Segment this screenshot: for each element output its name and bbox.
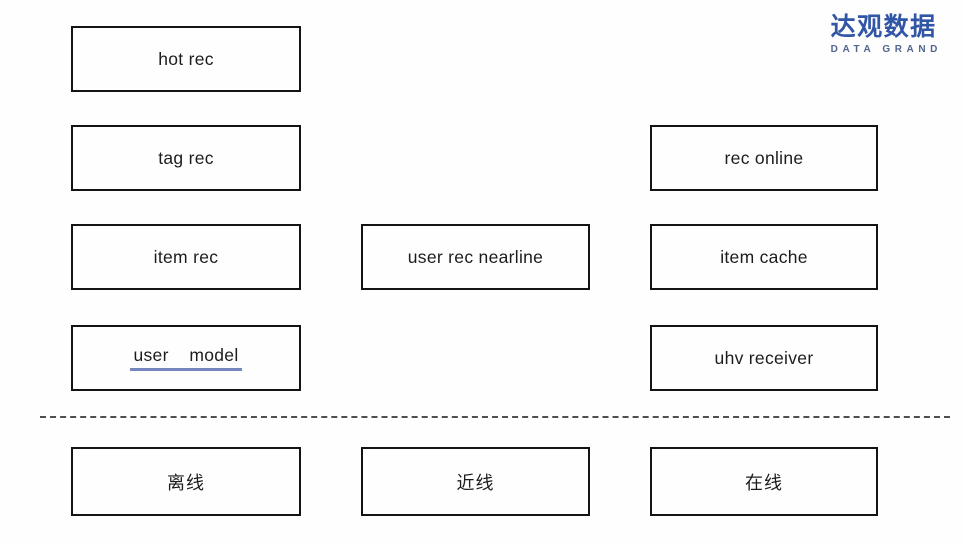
box-label-underlined: user model — [130, 345, 242, 372]
logo-title: 达观数据 — [830, 13, 937, 41]
box-label: uhv receiver — [714, 347, 814, 368]
box-user-rec-nearline: user rec nearline — [361, 224, 590, 290]
box-label: 在线 — [745, 472, 783, 493]
box-hot-rec: hot rec — [71, 26, 301, 92]
box-label: 离线 — [167, 472, 205, 493]
box-item-rec: item rec — [71, 224, 301, 290]
box-label: item cache — [720, 246, 808, 267]
layer-divider-dashed-line — [40, 416, 950, 418]
box-label: hot rec — [158, 48, 214, 69]
logo-subtitle: DATA GRAND — [830, 44, 942, 55]
box-rec-online: rec online — [650, 125, 878, 191]
box-label: 近线 — [456, 472, 495, 493]
box-label: rec online — [724, 147, 804, 168]
box-tag-rec: tag rec — [71, 125, 301, 191]
box-item-cache: item cache — [650, 224, 878, 290]
box-online-layer: 在线 — [650, 447, 878, 516]
box-uhv-receiver: uhv receiver — [650, 325, 878, 391]
box-user-model: user model — [71, 325, 301, 391]
box-label: tag rec — [158, 147, 214, 168]
box-offline-layer: 离线 — [71, 447, 301, 516]
box-label: item rec — [153, 246, 219, 267]
datagrand-logo: 达观数据 DATA GRAND — [831, 15, 942, 55]
box-nearline-layer: 近线 — [361, 447, 590, 516]
box-label: user rec nearline — [407, 246, 544, 267]
